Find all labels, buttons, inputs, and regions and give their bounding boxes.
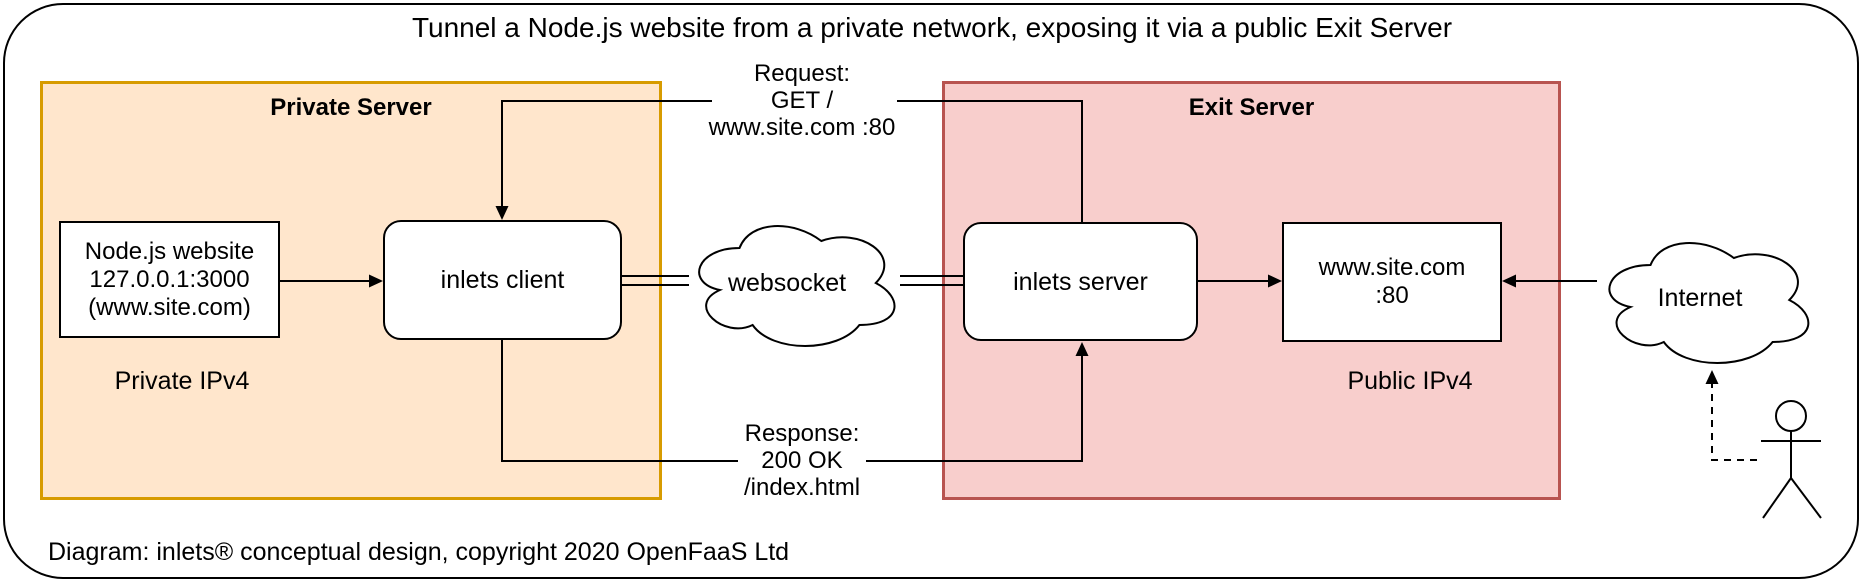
exit-server-title: Exit Server [1188, 94, 1315, 121]
nodejs-website-line3: (www.site.com) [88, 293, 251, 321]
user-stick-figure [1761, 400, 1822, 519]
internet-to-site-arrow [1502, 274, 1597, 288]
internet-cloud [1608, 242, 1810, 364]
request-edge-label: Request: GET / www.site.com :80 [702, 60, 902, 141]
public-ipv4-label: Public IPv4 [1347, 367, 1473, 395]
website-to-client-arrow [280, 274, 383, 288]
inlets-client-node: inlets client [383, 220, 622, 340]
nodejs-website-node: Node.js website 127.0.0.1:3000 (www.site… [59, 221, 280, 338]
websocket-server-link [900, 275, 963, 286]
request-line1: Request: [753, 60, 851, 87]
client-websocket-link [622, 275, 689, 286]
request-line2: GET / [770, 87, 834, 114]
user-request-dashed-arrow [1705, 370, 1757, 461]
public-site-node: www.site.com :80 [1282, 222, 1502, 342]
request-line3: www.site.com :80 [708, 114, 896, 141]
response-line3: /index.html [743, 474, 861, 501]
public-site-line2: :80 [1375, 282, 1409, 309]
outer-border [3, 3, 1859, 579]
server-to-site-arrow [1198, 274, 1282, 288]
internet-cloud-label: Internet [1657, 284, 1743, 312]
inlets-client-label: inlets client [440, 266, 565, 294]
copyright-caption: Diagram: inlets® conceptual design, copy… [48, 538, 790, 566]
private-server-title: Private Server [270, 94, 432, 121]
nodejs-website-line2: 127.0.0.1:3000 [89, 265, 250, 293]
request-arrow [495, 100, 1083, 222]
response-line2: 200 OK [761, 447, 843, 474]
inlets-server-label: inlets server [1013, 267, 1148, 296]
inlets-server-node: inlets server [963, 222, 1198, 341]
response-edge-label: Response: 200 OK /index.html [702, 420, 902, 501]
response-arrow [501, 340, 1089, 462]
websocket-cloud [698, 225, 896, 347]
public-site-line1: www.site.com [1318, 254, 1466, 281]
nodejs-website-line1: Node.js website [84, 237, 255, 265]
websocket-cloud-label: websocket [727, 269, 847, 297]
page-title: Tunnel a Node.js website from a private … [411, 12, 1453, 43]
response-line1: Response: [744, 420, 860, 447]
private-ipv4-label: Private IPv4 [114, 367, 250, 395]
